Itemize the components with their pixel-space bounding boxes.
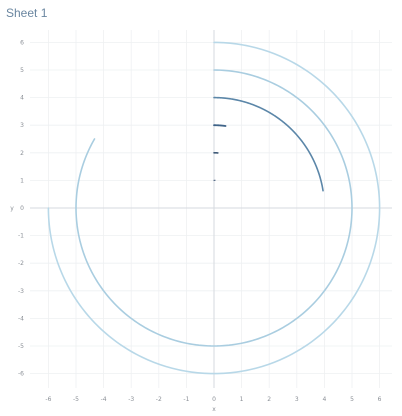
y-tick-label: -1 <box>18 233 24 240</box>
x-tick-label: -4 <box>101 396 107 403</box>
grid-lines <box>30 30 392 388</box>
y-tick-labels: 6 5 4 3 2 1 0 -1 -2 -3 -4 -5 -6 <box>18 39 24 377</box>
x-tick-label: 1 <box>240 396 244 403</box>
y-tick-label: 2 <box>20 150 24 157</box>
series-arc-r5 <box>75 69 353 347</box>
y-tick-label: 4 <box>20 95 24 102</box>
axis-lines <box>30 30 392 388</box>
y-axis-label: y <box>10 205 14 212</box>
y-tick-label: 0 <box>20 205 24 212</box>
y-tick-label: -6 <box>18 371 24 378</box>
y-tick-label: 5 <box>20 67 24 74</box>
x-axis-label: x <box>212 406 216 413</box>
y-tick-label: 3 <box>20 122 24 129</box>
series-arc-r6 <box>47 41 381 375</box>
series-arcs <box>47 41 381 375</box>
x-tick-label: -3 <box>128 396 134 403</box>
x-tick-label: 2 <box>267 396 271 403</box>
y-tick-label: -2 <box>18 260 24 267</box>
x-tick-label: -5 <box>73 396 79 403</box>
x-tick-label: 4 <box>322 396 326 403</box>
series-arc-r3 <box>213 124 227 127</box>
y-tick-label: -5 <box>18 343 24 350</box>
y-tick-label: -3 <box>18 288 24 295</box>
sheet-title: Sheet 1 <box>6 6 48 20</box>
x-tick-labels: -6 -5 -4 -3 -2 -1 0 1 2 3 4 5 6 <box>45 396 381 403</box>
y-tick-label: 6 <box>20 39 24 46</box>
x-tick-label: -1 <box>183 396 189 403</box>
series-arc-r4 <box>213 96 324 192</box>
x-tick-label: -2 <box>156 396 162 403</box>
y-tick-label: -4 <box>18 315 24 322</box>
y-tick-label: 1 <box>20 177 24 184</box>
x-tick-label: 6 <box>378 396 382 403</box>
x-tick-label: -6 <box>45 396 51 403</box>
x-tick-label: 3 <box>295 396 299 403</box>
x-tick-label: 0 <box>212 396 216 403</box>
x-tick-label: 5 <box>350 396 354 403</box>
